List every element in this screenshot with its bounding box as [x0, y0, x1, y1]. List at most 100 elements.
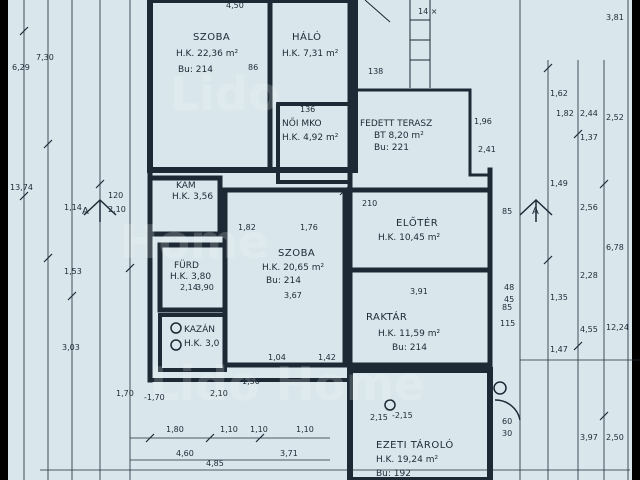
room-kazan-name: KAZÁN	[184, 323, 215, 335]
dim-left-5: 1,53	[64, 267, 82, 276]
dim-left-1: 7,30	[36, 53, 54, 62]
watermark-middle: Home	[120, 215, 269, 269]
room-raktar-floor: Bu: 214	[392, 343, 427, 353]
dim-misc-0: 85	[502, 207, 512, 216]
dim-right-4: 6,78	[606, 243, 624, 252]
dim-left-4: 1,70	[116, 389, 134, 398]
dim-misc-14: 3,90	[196, 283, 214, 292]
dim-right-14: 1,62	[550, 89, 568, 98]
dim-left-2: 13,74	[10, 183, 33, 192]
dim-misc-3: 45	[504, 295, 514, 304]
dim-right-2: 2,56	[580, 203, 598, 212]
room-furdo-area: H.K. 3,80	[170, 272, 211, 282]
watermark-bottom: Lido Home	[150, 357, 425, 411]
dimension-lines	[23, 0, 640, 480]
section-marker-left: A	[82, 206, 89, 217]
dim-bottom-7: 3,71	[280, 449, 298, 458]
room-eloter-name: ELŐTÉR	[396, 215, 438, 229]
dim-top-0: 4,50	[226, 1, 244, 10]
room-kazan-area: H.K. 3,0	[184, 339, 220, 349]
dim-mid-0: 1,82	[238, 223, 256, 232]
dim-bottom-5: 4,60	[176, 449, 194, 458]
dim-right-3: 2,28	[580, 271, 598, 280]
room-szoba1-name: SZOBA	[193, 32, 230, 43]
dim-right-9: 12,24	[606, 323, 629, 332]
room-szoba1-floor: Bu: 214	[178, 65, 213, 75]
dim-right-6: 2,44	[580, 109, 598, 118]
room-fedett-area: BT 8,20 m²	[374, 131, 424, 141]
dim-right-11: 2,50	[606, 433, 624, 442]
room-tarolo-area: H.K. 19,24 m²	[376, 455, 438, 465]
dim-top-3: 138	[368, 67, 383, 76]
room-fedett-floor: Bu: 221	[374, 143, 409, 153]
room-szoba1-area: H.K. 22,36 m²	[176, 49, 238, 59]
room-halo-area: H.K. 7,31 m²	[282, 49, 339, 59]
dim-right-12: 1,47	[550, 345, 568, 354]
room-raktar-name: RAKTÁR	[366, 310, 407, 323]
section-marker-right: A	[532, 206, 539, 217]
room-kamra-name: KAM	[176, 181, 196, 191]
stairs	[339, 0, 431, 196]
dim-right-5: 1,37	[580, 133, 598, 142]
room-fedett-name: FEDETT TERASZ	[360, 119, 432, 129]
dim-mid-6: 1,42	[318, 353, 336, 362]
dimension-ticks	[19, 26, 609, 443]
dim-mid-2: 3,67	[284, 291, 302, 300]
room-noi-area: H.K. 4,92 m²	[282, 133, 339, 143]
dim-right-7: 2,52	[606, 113, 624, 122]
room-labels: SZOBA H.K. 22,36 m² Bu: 214 HÁLÓ H.K. 7,…	[170, 30, 454, 479]
dim-top-4: 1,96	[474, 117, 492, 126]
room-tarolo-floor: Bu: 192	[376, 469, 411, 479]
watermark: Lido Home Lido Home	[120, 67, 425, 411]
dim-mid-3: 3,91	[410, 287, 428, 296]
room-eloter-area: H.K. 10,45 m²	[378, 233, 440, 243]
dim-misc-4: 115	[500, 319, 515, 328]
room-furdo-name: FÜRD	[174, 260, 199, 271]
stair-label: 14 ×	[418, 7, 437, 16]
dim-mid-1: 1,76	[300, 223, 318, 232]
room-halo-name: HÁLÓ	[292, 30, 321, 43]
room-noi-name: NŐI MKO	[282, 118, 322, 129]
dim-bottom-1: 1,10	[220, 425, 238, 434]
dim-misc-6: 30	[502, 429, 512, 438]
dim-bottom-0: 1,80	[166, 425, 184, 434]
dim-bottom-6: 4,85	[206, 459, 224, 468]
dim-bottom-3: 1,10	[296, 425, 314, 434]
section-markers	[83, 198, 553, 421]
room-szoba2-name: SZOBA	[278, 248, 315, 259]
dim-mid-5: 1,04	[268, 353, 286, 362]
room-kamra-area: H.K. 3,56	[172, 192, 213, 202]
dim-right-0: 1,82	[556, 109, 574, 118]
dim-right-13: 1,35	[550, 293, 568, 302]
dim-misc-1: 85	[502, 303, 512, 312]
dim-right-8: 4,55	[580, 325, 598, 334]
dim-misc-13: 2,10	[210, 389, 228, 398]
dim-top-6: 3,81	[606, 13, 624, 22]
dim-top-5: 2,41	[478, 145, 496, 154]
dim-top-1: 86	[248, 63, 258, 72]
dim-bottom-4: 2,15	[370, 413, 388, 422]
dim-misc-8: 120	[108, 191, 123, 200]
dim-misc-2: 48	[504, 283, 514, 292]
dim-misc-9: 2,10	[108, 205, 126, 214]
dim-bottom-2: 1,10	[250, 425, 268, 434]
dim-right-10: 3,97	[580, 433, 598, 442]
dim-misc-5: 60	[502, 417, 512, 426]
dim-left-6: 1,14	[64, 203, 82, 212]
room-raktar-area: H.K. 11,59 m²	[378, 329, 440, 339]
room-szoba2-area: H.K. 20,65 m²	[262, 263, 324, 273]
dim-misc-12: 1,50	[242, 377, 260, 386]
room-tarolo-name: EZETI TÁROLÓ	[376, 438, 454, 451]
dim-top-2: 136	[300, 105, 315, 114]
dim-left-0: 6,29	[12, 63, 30, 72]
watermark-top: Lido	[170, 67, 280, 121]
walls	[147, 0, 493, 480]
dimension-texts: 4,50 86 136 138 1,96 2,41 3,81 6,29 7,30…	[10, 1, 629, 468]
dim-misc-7: 210	[362, 199, 377, 208]
paper-background	[8, 0, 632, 480]
dim-misc-11: -1,70	[144, 393, 165, 402]
dim-left-3: 3,03	[62, 343, 80, 352]
dim-misc-10: -2,15	[392, 411, 413, 420]
